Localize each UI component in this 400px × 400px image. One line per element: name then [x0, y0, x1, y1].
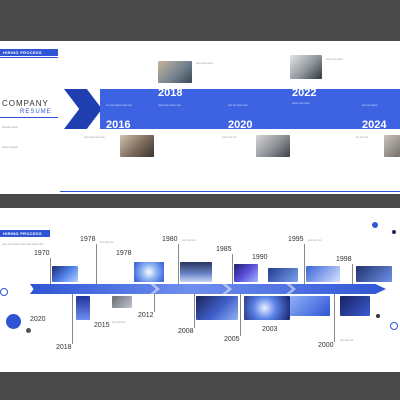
decor-dot [372, 222, 378, 228]
connector-line [50, 258, 51, 284]
decor-dot [376, 314, 380, 318]
decor-dot [392, 230, 396, 234]
decor-dot [26, 328, 31, 333]
tech-image [134, 262, 164, 282]
left-caption-1: ▪▪▪▪▪▪▪▪ ▪▪▪▪▪▪ [2, 125, 18, 129]
band-caption: ▪▪▪ ▪▪▪▪ ▪▪▪▪▪▪ ▪▪▪▪ ▪▪▪▪ [106, 103, 132, 107]
milestone-caption: ▪▪▪▪ ▪▪▪▪ ▪▪▪ [100, 240, 114, 244]
year-label: 2024 [362, 119, 387, 131]
year-label: 2020 [30, 316, 46, 323]
year-label: 1985 [216, 246, 232, 253]
year-label: 1998 [336, 256, 352, 263]
band-caption: ▪▪▪▪ ▪▪▪ ▪▪▪▪▪ ▪▪▪▪ [228, 103, 248, 107]
connector-line [154, 294, 155, 312]
city-image [290, 296, 330, 316]
year-label: 2018 [56, 344, 72, 351]
year-label: 2022 [292, 87, 317, 99]
decor-dot [6, 314, 21, 329]
connector-line [96, 244, 97, 284]
hiring-process-tag: HIRING PROCESS [0, 49, 58, 56]
photo-caption: ▪▪▪▪▪ ▪▪▪▪ ▪▪▪ ▪▪▪▪▪ [84, 135, 105, 139]
band-arrow [64, 89, 102, 129]
connector-line [72, 294, 73, 344]
connector-line [334, 294, 335, 342]
year-label: 2020 [228, 119, 253, 131]
tech-image [340, 296, 370, 316]
year-label: 2005 [224, 336, 240, 343]
timeline-slide-1[interactable]: HIRING PROCESS COMPANY RESUME ▪▪▪▪▪▪▪▪ ▪… [0, 41, 400, 194]
band-caption: ▪▪▪▪▪ ▪▪▪▪ ▪▪▪▪▪▪ ▪▪▪▪ [158, 103, 181, 107]
milestone-caption: ▪▪▪▪ ▪▪▪▪ ▪▪▪ [112, 320, 126, 324]
timeline-slide-2[interactable]: HIRING PROCESS ▪▪▪▪▪ ▪▪▪▪ ▪▪▪▪▪▪ ▪▪▪▪ ▪▪… [0, 208, 400, 372]
hiring-process-tag: HIRING PROCESS [0, 230, 50, 237]
photo-caption: ▪▪▪▪▪ ▪▪▪▪ ▪▪▪▪▪ [326, 57, 343, 61]
office-photo [290, 55, 322, 79]
photo-caption: ▪▪▪▪▪ ▪▪▪▪ ▪▪▪▪▪ [196, 61, 213, 65]
discussion-photo [256, 135, 290, 157]
company-title: COMPANY [2, 99, 49, 108]
tech-image [112, 296, 132, 308]
year-label: 1980 [162, 236, 178, 243]
timeline-arrow [30, 284, 386, 294]
photo-caption: ▪▪▪ ▪▪▪▪ ▪▪▪ [356, 135, 369, 139]
milestone-caption: ▪▪▪▪ ▪▪▪▪ ▪▪▪ [340, 338, 354, 342]
year-label: 1970 [34, 250, 50, 257]
bottom-rule [60, 191, 400, 192]
milestone-caption: ▪▪▪▪ ▪▪▪▪ ▪▪▪ [308, 238, 322, 242]
connector-line [232, 254, 233, 284]
tech-image [76, 296, 90, 320]
year-label: 1995 [288, 236, 304, 243]
connector-line [178, 244, 179, 284]
tech-image [244, 296, 290, 320]
year-label: 2008 [178, 328, 194, 335]
year-label: 1978 [116, 250, 132, 257]
connector-line [240, 294, 241, 336]
year-label: 2003 [262, 326, 278, 333]
year-label: 2018 [158, 87, 183, 99]
connector-line [304, 244, 305, 284]
timeline-band [100, 89, 400, 129]
tech-image [234, 264, 258, 282]
team-photo [158, 61, 192, 83]
tag-underline [0, 57, 58, 58]
intro-text: ▪▪▪▪▪ ▪▪▪▪ ▪▪▪▪▪▪ ▪▪▪▪ ▪▪▪▪▪ ▪▪▪▪▪▪ ▪▪▪▪ [2, 242, 44, 246]
city-image [196, 296, 238, 320]
band-caption: ▪▪▪▪ ▪▪▪ ▪▪▪▪▪▪ [362, 103, 378, 107]
milestone-caption: ▪▪▪▪ ▪▪▪▪ ▪▪▪ [182, 238, 196, 242]
decor-ring [390, 322, 398, 330]
decor-ring [0, 288, 8, 296]
resume-subtitle: RESUME [20, 109, 52, 115]
tech-image [268, 268, 298, 282]
photo-caption: ▪▪▪▪▪ ▪▪▪▪ ▪▪▪ [222, 135, 237, 139]
meeting-photo [120, 135, 154, 157]
year-label: 2012 [138, 312, 154, 319]
band-caption: ▪▪▪▪▪▪ ▪▪▪▪ ▪▪▪▪▪ [292, 101, 310, 105]
year-label: 2000 [318, 342, 334, 349]
city-image [180, 262, 212, 282]
year-label: 1978 [80, 236, 96, 243]
title-underline [0, 117, 58, 118]
left-caption-2: ▪▪▪▪▪▪ ▪▪▪▪▪▪▪▪ [2, 145, 18, 149]
edge-photo [384, 135, 400, 157]
tech-image [52, 266, 78, 282]
city-image [306, 266, 340, 282]
year-label: 2016 [106, 119, 131, 131]
connector-line [352, 264, 353, 284]
year-label: 2015 [94, 322, 110, 329]
year-label: 1990 [252, 254, 268, 261]
connector-line [194, 294, 195, 328]
tech-image [356, 266, 392, 282]
